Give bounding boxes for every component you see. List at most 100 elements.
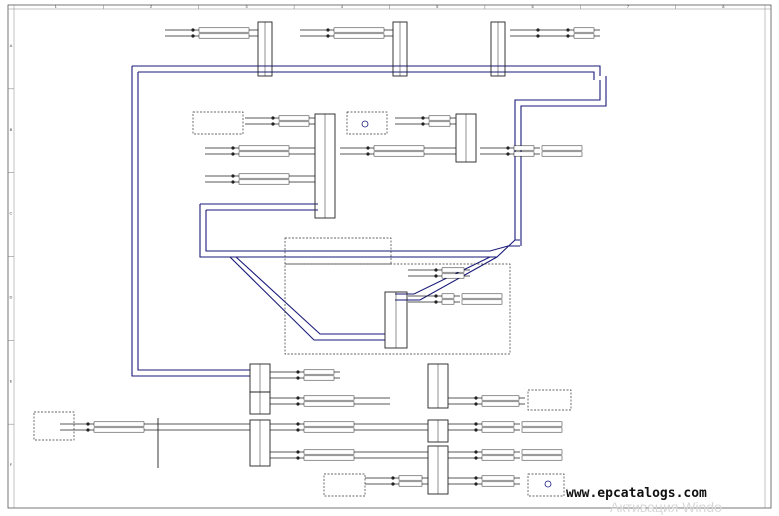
wire-label-box — [303, 421, 355, 427]
wire-junction — [421, 122, 425, 126]
wire-label-box — [481, 395, 520, 401]
component-box — [33, 411, 75, 441]
wire-label-box — [278, 121, 310, 127]
watermark-site: www.epcatalogs.com — [566, 486, 707, 501]
row-label-A: A — [10, 43, 13, 48]
column-label-7: 7 — [627, 4, 630, 9]
wire-label-box — [238, 173, 290, 179]
wire-label-box — [398, 475, 423, 481]
wire-junction — [231, 152, 235, 156]
wire-junction — [296, 456, 300, 460]
wire-label-box — [303, 369, 335, 375]
component-box — [527, 473, 565, 497]
wire-junction — [536, 34, 540, 38]
wire-junction — [474, 456, 478, 460]
wire-label-box — [481, 401, 520, 407]
component-box — [192, 111, 244, 135]
wire-label-box — [198, 33, 250, 39]
component-box — [284, 237, 392, 265]
wire-label-box — [513, 145, 535, 151]
wire-junction — [434, 294, 438, 298]
wire-label-box — [573, 33, 595, 39]
wire-label-box — [441, 267, 465, 273]
wire-label-box — [303, 395, 355, 401]
wire-junction — [231, 174, 235, 178]
wire-junction — [566, 28, 570, 32]
wire-end-box — [461, 299, 503, 305]
wire-label-box — [573, 27, 595, 33]
wire-junction — [296, 450, 300, 454]
wire-junction — [366, 146, 370, 150]
watermark-overlay: Активация Windo — [610, 499, 722, 515]
row-label-E: E — [10, 378, 13, 383]
wire-label-box — [303, 449, 355, 455]
wire-junction — [566, 34, 570, 38]
wire-junction — [296, 396, 300, 400]
wire-bus — [131, 65, 607, 377]
dashed-component-boxes — [33, 111, 572, 497]
wire-label-box — [238, 151, 290, 157]
column-label-2: 2 — [150, 4, 153, 9]
component-box — [346, 111, 388, 135]
wire-junction — [506, 146, 510, 150]
wire-label-box — [398, 481, 423, 487]
wire-junction — [391, 482, 395, 486]
wire-label-box — [441, 299, 455, 305]
signal-wires — [60, 27, 600, 487]
wire-junction — [474, 450, 478, 454]
wire-end-box — [541, 151, 583, 157]
row-label-F: F — [10, 462, 13, 467]
wire-junction — [86, 422, 90, 426]
wire-junction — [296, 402, 300, 406]
wire-label-box — [481, 421, 515, 427]
wire-junction — [326, 28, 330, 32]
wire-label-box — [333, 27, 385, 33]
wire-end-box — [541, 145, 583, 151]
wire-label-box — [481, 475, 515, 481]
component-box — [527, 389, 572, 411]
wire-label-box — [513, 151, 535, 157]
wire-label-box — [481, 449, 515, 455]
row-label-D: D — [10, 294, 13, 299]
wire-label-box — [333, 33, 385, 39]
indicator-circle-1 — [361, 120, 369, 128]
wire-label-box — [303, 375, 335, 381]
wire-junction — [296, 428, 300, 432]
wire-junction — [474, 396, 478, 400]
wire-junction — [191, 34, 195, 38]
row-label-C: C — [10, 211, 13, 216]
wire-end-box — [461, 293, 503, 299]
wire-label-box — [441, 293, 455, 299]
indicator-circle-2 — [544, 480, 552, 488]
wire-junction — [296, 370, 300, 374]
column-label-1: 1 — [55, 4, 58, 9]
wire-junction — [296, 422, 300, 426]
wire-label-box — [238, 179, 290, 185]
wire-junction — [231, 146, 235, 150]
wire-end-box — [521, 421, 563, 427]
wire-junction — [231, 180, 235, 184]
wire-label-box — [303, 455, 355, 461]
wire-label-box — [481, 427, 515, 433]
wire-label-box — [198, 27, 250, 33]
column-label-6: 6 — [531, 4, 534, 9]
wire-junction — [434, 268, 438, 272]
wire-label-box — [238, 145, 290, 151]
wire-junction — [474, 402, 478, 406]
wire-label-box — [373, 151, 425, 157]
column-label-4: 4 — [341, 4, 344, 9]
wire-junction — [271, 122, 275, 126]
wire-junction — [536, 28, 540, 32]
wire-label-box — [93, 427, 145, 433]
wire-junction — [506, 152, 510, 156]
wire-junction — [391, 476, 395, 480]
wire-junction — [474, 476, 478, 480]
connector-blocks — [249, 21, 506, 495]
wire-end-box — [521, 455, 563, 461]
wire-label-box — [428, 121, 451, 127]
wire-end-box — [521, 449, 563, 455]
wire-label-box — [278, 115, 310, 121]
